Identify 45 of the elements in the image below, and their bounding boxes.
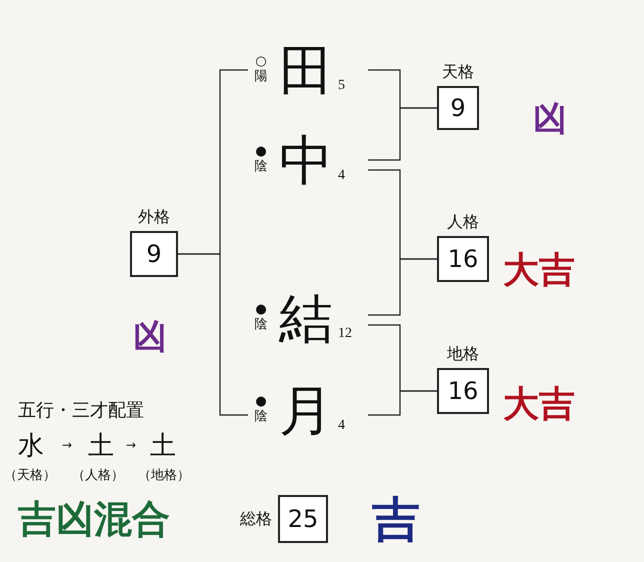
number-box: 9 [130, 231, 178, 277]
yin-yang-label: 陰 [254, 159, 268, 174]
fortune-category-label: 外格 [138, 207, 170, 227]
bracket-connector [368, 390, 437, 416]
section-heading: 五行・三才配置 [18, 399, 144, 422]
yin-yang-mark: ● [255, 394, 267, 409]
bracket-connector [178, 253, 248, 416]
flow-arrow: → [126, 438, 136, 452]
fortune-category-label: 地格 [447, 344, 479, 364]
fortune-category-label: 総格 [240, 509, 272, 529]
fortune-verdict: 大吉 [503, 382, 575, 427]
overall-verdict: 吉凶混合 [18, 495, 170, 543]
stroke-count: 5 [338, 78, 346, 94]
fortune-category-label: 人格 [447, 212, 479, 232]
yin-yang-label: 陽 [254, 69, 268, 84]
fortune-verdict: 凶 [533, 98, 567, 141]
element-kanji: 土 [88, 430, 114, 463]
fortune-category-label: 天格 [442, 62, 474, 82]
number-box: 16 [437, 368, 489, 414]
flow-arrow: → [62, 438, 72, 452]
element-caption: （人格） [72, 467, 124, 484]
stroke-count: 4 [338, 418, 346, 434]
yin-yang-mark: ● [255, 144, 267, 159]
number-box: 16 [437, 236, 489, 282]
yin-yang-mark: ● [255, 302, 267, 317]
name-kanji: 田 [278, 40, 334, 102]
element-caption: （地格） [138, 467, 190, 484]
element-kanji: 土 [150, 430, 176, 463]
fortune-verdict: 凶 [133, 316, 167, 359]
number-box: 9 [437, 86, 479, 130]
stroke-count: 4 [338, 168, 346, 184]
stroke-count: 12 [338, 326, 353, 342]
bracket-connector [368, 258, 437, 316]
yin-yang-label: 陰 [254, 317, 268, 332]
element-caption: （天格） [4, 467, 56, 484]
number-box: 25 [278, 495, 328, 543]
element-kanji: 水 [18, 430, 44, 463]
bracket-connector [368, 107, 437, 161]
yin-yang-mark: ○ [255, 54, 267, 69]
name-kanji: 結 [278, 288, 334, 350]
name-kanji: 中 [278, 130, 334, 192]
yin-yang-label: 陰 [254, 409, 268, 424]
fortune-verdict: 大吉 [503, 248, 575, 293]
fortune-verdict: 吉 [372, 491, 420, 550]
name-kanji: 月 [278, 380, 334, 442]
